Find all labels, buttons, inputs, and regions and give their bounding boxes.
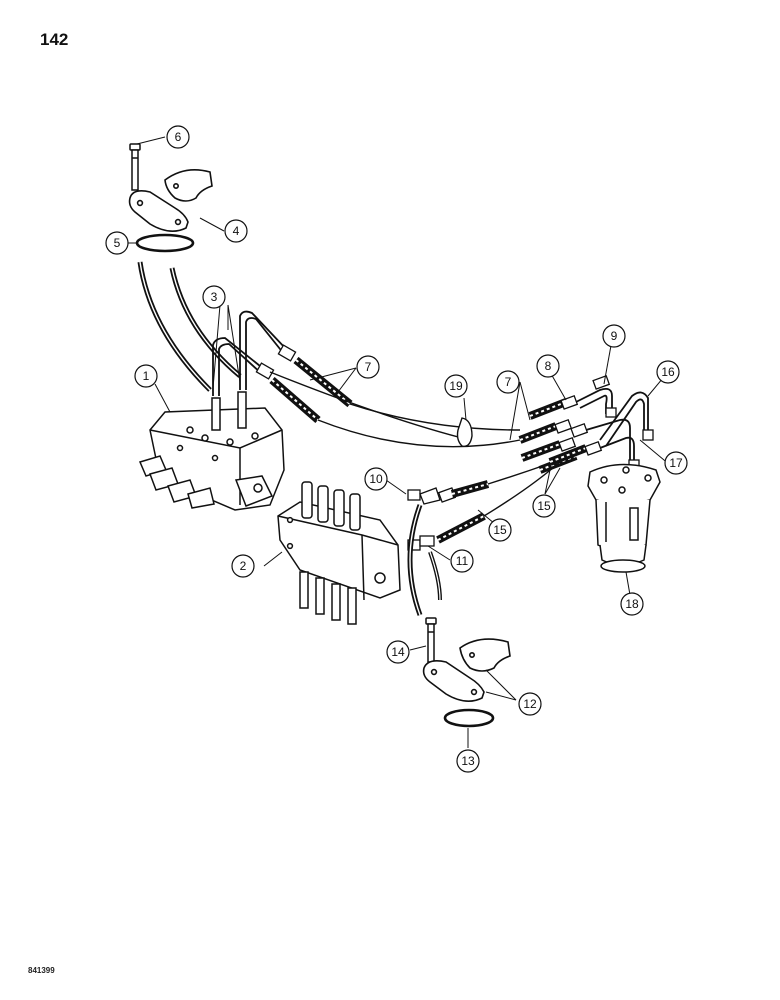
callout-number: 15 xyxy=(493,523,507,537)
callout-6: 6 xyxy=(166,125,190,149)
callout-16: 16 xyxy=(656,360,680,384)
lines-to-swivel xyxy=(483,461,561,517)
callout-10: 10 xyxy=(364,467,388,491)
callout-2: 2 xyxy=(231,554,255,578)
callout-5: 5 xyxy=(105,231,129,255)
fittings-upper xyxy=(255,344,297,380)
callout-12: 12 xyxy=(518,692,542,716)
callout-number: 2 xyxy=(240,559,247,573)
callout-1: 1 xyxy=(134,364,158,388)
lower-hoses xyxy=(407,504,442,616)
callout-number: 15 xyxy=(537,499,551,513)
callout-4: 4 xyxy=(224,219,248,243)
hoses-15 xyxy=(436,480,490,544)
callout-14: 14 xyxy=(386,640,410,664)
callout-number: 7 xyxy=(505,375,512,389)
callout-number: 5 xyxy=(114,236,121,250)
callout-number: 14 xyxy=(391,645,405,659)
callout-18: 18 xyxy=(620,592,644,616)
elbow-tubes xyxy=(575,387,649,470)
callout-19: 19 xyxy=(444,374,468,398)
callout-number: 11 xyxy=(456,554,469,568)
callout-number: 8 xyxy=(545,359,552,373)
callout-number: 7 xyxy=(365,360,372,374)
fittings-right xyxy=(554,375,611,456)
upper-bolt xyxy=(129,143,141,191)
rigid-tubes-3 xyxy=(212,310,288,396)
lower-o-ring xyxy=(443,708,495,728)
callout-7-upper: 7 xyxy=(356,355,380,379)
callout-number: 18 xyxy=(625,597,639,611)
callout-15-mid: 15 xyxy=(488,518,512,542)
lower-bolt xyxy=(425,617,437,663)
upper-o-ring xyxy=(135,233,195,253)
upper-hoses xyxy=(137,261,242,392)
hose-clip-19 xyxy=(456,417,473,447)
control-valve-2 xyxy=(277,481,401,625)
page-number: 142 xyxy=(40,30,69,49)
swivel-18 xyxy=(587,463,661,573)
callout-number: 16 xyxy=(661,365,675,379)
callout-number: 19 xyxy=(449,379,463,393)
upper-flange-clamp xyxy=(128,169,213,232)
callout-7-right: 7 xyxy=(496,370,520,394)
hose-7-upper xyxy=(269,356,353,424)
callouts: 6 4 5 3 1 7 19 7 8 9 16 17 10 15 15 11 2… xyxy=(105,125,688,773)
callout-number: 1 xyxy=(143,369,150,383)
callout-3: 3 xyxy=(202,285,226,309)
callout-11: 11 xyxy=(450,549,474,573)
long-lines xyxy=(269,371,521,448)
callout-number: 17 xyxy=(669,456,683,470)
lower-flange-clamp xyxy=(422,638,511,702)
callout-number: 10 xyxy=(369,472,383,486)
callout-number: 4 xyxy=(233,224,240,238)
callout-15-right: 15 xyxy=(532,494,556,518)
callout-8: 8 xyxy=(536,354,560,378)
callout-9: 9 xyxy=(602,324,626,348)
callout-number: 3 xyxy=(211,290,218,304)
callout-number: 6 xyxy=(175,130,182,144)
valve-2-fittings xyxy=(407,487,457,551)
callout-17: 17 xyxy=(664,451,688,475)
callout-number: 9 xyxy=(611,329,618,343)
drawing-number: 841399 xyxy=(28,966,55,975)
callout-13: 13 xyxy=(456,749,480,773)
callout-number: 12 xyxy=(523,697,537,711)
control-valve-1 xyxy=(138,391,285,511)
callout-number: 13 xyxy=(461,754,475,768)
